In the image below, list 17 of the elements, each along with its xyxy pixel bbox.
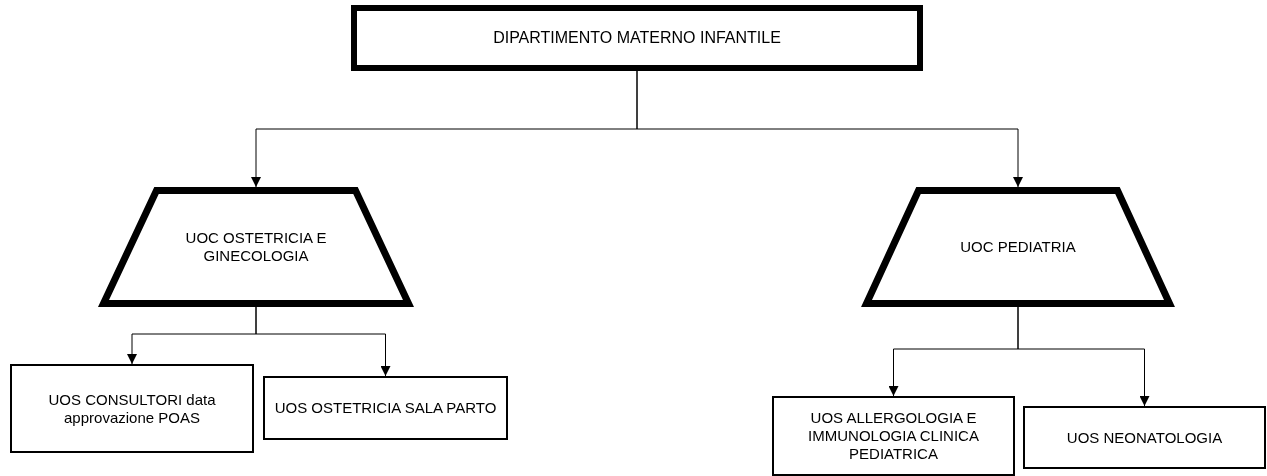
connector-arrow — [636, 70, 1023, 188]
org-unit-box — [351, 5, 923, 71]
unit-name: UOC OSTETRICIA E GINECOLOGIA — [184, 229, 328, 265]
org-unit-box — [263, 376, 508, 440]
unit-name: UOC PEDIATRIA — [960, 238, 1076, 256]
org-unit-box — [772, 396, 1015, 476]
connector-arrow — [1017, 306, 1150, 407]
org-unit-box — [1023, 406, 1266, 469]
unit-name: UOS NEONATOLOGIA — [1066, 428, 1223, 447]
org-unit-box — [10, 364, 254, 453]
unit-name: UOS CONSULTORI data approvazione POAS — [47, 390, 217, 427]
trapezoid-node — [863, 187, 1173, 307]
unit-name: UOS OSTETRICIA SALA PARTO — [274, 399, 497, 417]
unit-name: DIPARTIMENTO MATERNO INFANTILE — [493, 28, 781, 48]
connector-arrow — [255, 306, 391, 377]
trapezoid-node — [100, 187, 412, 307]
unit-name: UOS ALLERGOLOGIA E IMMUNOLOGIA CLINICA PEDIATRICA — [807, 409, 980, 463]
